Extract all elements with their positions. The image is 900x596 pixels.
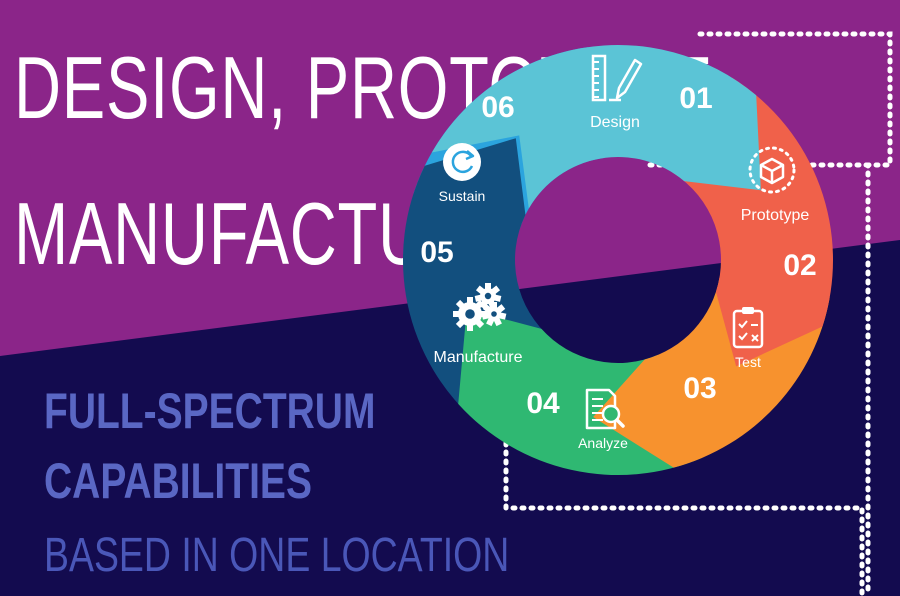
ruler-pencil-icon [591,54,643,102]
cycle-label-analyze: Analyze [578,435,628,451]
cycle-center [516,158,720,362]
gears-icon [453,283,507,331]
document-search-icon [585,388,625,430]
cycle-number-06: 06 [481,91,514,124]
refresh-icon [443,143,481,181]
cycle-label-design: Design [590,114,640,131]
cycle-label-prototype: Prototype [741,207,810,224]
clipboard-check-icon [732,307,764,349]
cycle-label-manufacture: Manufacture [434,349,523,366]
cycle-number-04: 04 [526,387,560,420]
cycle-segment-manufacture [402,138,552,425]
subheading-line-2: CAPABILITIES [44,453,312,509]
cube-icon [748,146,796,194]
subheading-line-3: BASED IN ONE LOCATION [44,529,510,582]
cycle-segment-test [593,277,830,468]
cycle-label-sustain: Sustain [439,188,486,204]
cycle-segment-prototype [672,77,834,367]
subheading-line-1: FULL-SPECTRUM [44,383,376,439]
cycle-segment-design [431,45,761,209]
cycle-label-test: Test [735,354,761,370]
cycle-number-05: 05 [420,236,453,269]
cycle-number-03: 03 [683,372,716,405]
cycle-number-02: 02 [783,249,816,282]
cycle-number-01: 01 [679,82,712,115]
